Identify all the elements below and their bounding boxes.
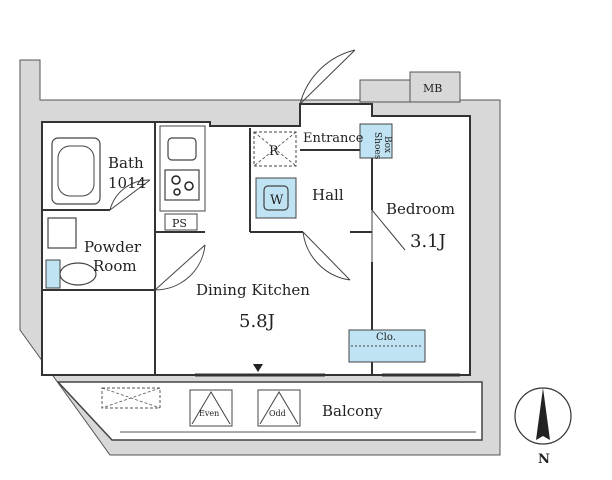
hatch-even-label: Even	[199, 409, 219, 418]
bathtub-inner	[57, 145, 95, 197]
hall-label: Hall	[312, 186, 344, 204]
kitchen-counter	[159, 125, 206, 212]
stove	[164, 169, 200, 201]
corridor-notch	[359, 79, 411, 103]
powder-room-label-line2: Room	[93, 257, 137, 275]
powder-door	[154, 244, 206, 291]
refrigerator-cross	[253, 131, 297, 167]
balcony-area	[56, 381, 483, 441]
refrigerator-space	[253, 131, 297, 167]
north-arrow-icon	[536, 388, 550, 440]
hall-door	[302, 231, 351, 281]
stove-burner-icon	[184, 181, 194, 191]
bedroom-door	[371, 209, 406, 262]
hatch-odd-ladder	[259, 391, 299, 425]
bedroom-size: 3.1J	[410, 231, 446, 252]
bath-door	[109, 179, 151, 211]
entrance-label: Entrance	[303, 131, 364, 146]
powder-room-label-line1: Powder	[84, 238, 142, 256]
interior-floor	[41, 103, 471, 376]
pipe-space-label: PS	[172, 217, 187, 230]
pipe-space-box	[164, 213, 198, 231]
shoes-box-label-line1: Shoes	[372, 132, 382, 160]
stove-burner-icon	[171, 175, 181, 185]
toilet-tank	[45, 259, 61, 289]
bath-label: Bath	[108, 154, 144, 172]
dining-kitchen-label: Dining Kitchen	[196, 281, 310, 299]
toilet-bowl	[59, 262, 97, 286]
washer-label: W	[270, 193, 284, 208]
hatch-odd-label: Odd	[269, 409, 286, 418]
washer-pan	[255, 177, 297, 219]
window-marker	[253, 364, 263, 372]
washer-drum	[263, 185, 289, 211]
compass: N	[514, 387, 572, 467]
kitchen-sink	[167, 137, 197, 161]
meter-box-label: MB	[423, 82, 442, 95]
balcony-label: Balcony	[322, 402, 383, 420]
bedroom-label: Bedroom	[386, 200, 455, 218]
shoes-box	[359, 123, 393, 159]
hatch-odd-box	[257, 389, 301, 427]
hatch-even-ladder	[191, 391, 231, 425]
aircon-outdoor-space	[101, 387, 161, 409]
meter-box-recess	[409, 71, 461, 103]
hatch-even-box	[189, 389, 233, 427]
closet-label: Clo.	[376, 332, 396, 343]
compass-north-label: N	[538, 452, 550, 467]
washbasin	[47, 217, 77, 249]
entrance-door	[299, 49, 356, 105]
dining-kitchen-size: 5.8J	[239, 311, 275, 332]
aircon-cross	[101, 387, 161, 409]
bath-size: 1014	[108, 174, 146, 192]
bathtub	[51, 137, 101, 205]
refrigerator-label: R	[269, 144, 280, 159]
shoes-box-label-line2: Box	[382, 136, 392, 153]
stove-burner-icon	[173, 188, 181, 196]
